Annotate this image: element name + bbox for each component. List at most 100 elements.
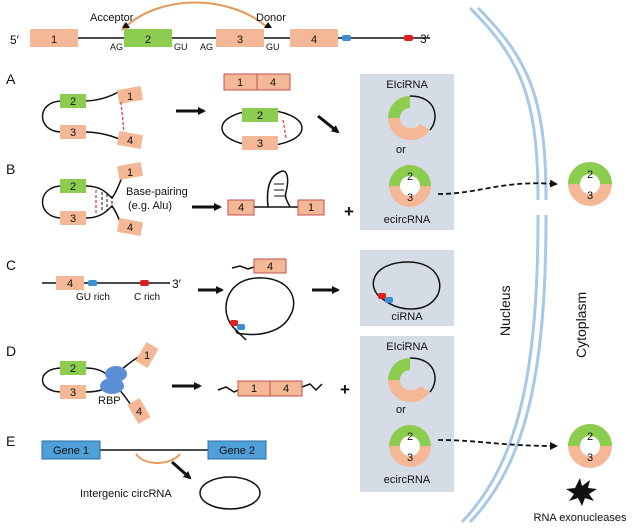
- bottom-ecircrna-label-2: 2: [407, 431, 413, 443]
- panel-a-exon-2: [60, 94, 86, 108]
- envelope-outer-2: [468, 214, 548, 524]
- panel-c-three-prime: 3′: [172, 277, 182, 291]
- panel-b-hairpin: [266, 170, 291, 208]
- cirna-gu-marker: [385, 297, 393, 303]
- panel-d: D 2 1 3 4 RBP 1 4 +: [6, 341, 350, 425]
- top-ecircrna-label: ecircRNA: [384, 214, 431, 226]
- panel-e-letter: E: [6, 433, 15, 449]
- panel-c-exon-label: 4: [67, 278, 73, 290]
- cirna-loop: [372, 261, 441, 310]
- top-ecircrna-label-2: 2: [407, 171, 413, 183]
- rbp-label: RBP: [98, 395, 121, 407]
- top-eicirna-intron: [409, 95, 436, 131]
- panel-b-product-exon-1: [297, 199, 325, 216]
- panel-c-product-tail: [231, 265, 255, 270]
- intergenic-circrna: [199, 476, 261, 510]
- panel-c-lariat-c-marker: [230, 320, 238, 326]
- panel-a-circ-exon-3-label: 3: [257, 138, 263, 150]
- exon-1: [30, 29, 78, 47]
- bottom-ecircrna-label-3: 3: [407, 452, 413, 464]
- panel-a-exon-1-label: 1: [127, 91, 133, 103]
- panel-b-exon-4: [116, 218, 144, 236]
- exon-3-label: 3: [237, 34, 243, 46]
- exon-3: [216, 29, 264, 47]
- panel-c-lariat: [225, 277, 295, 336]
- exon-4-label: 4: [311, 34, 317, 46]
- exon-2: [124, 29, 172, 47]
- exonuclease-burst-icon: [566, 478, 597, 506]
- product-box-bottom: EIciRNA or 2 3 ecircRNA: [360, 336, 454, 492]
- panel-a-exon-4-label: 4: [127, 135, 133, 147]
- top-ecircrna-label-3: 3: [407, 192, 413, 204]
- panel-c-c-rich: C rich: [134, 292, 160, 303]
- cyto-ring-bottom-hole: [580, 436, 600, 456]
- export-arrow-bottom: [437, 439, 558, 450]
- panel-e-splice-arc: [135, 453, 181, 464]
- bottom-eicirna-intron: [409, 357, 436, 393]
- panel-b-plus: +: [344, 202, 354, 221]
- panel-e-arrow: [171, 460, 192, 480]
- panel-d-exon-3: [60, 385, 86, 399]
- panel-b-note-line1: Base-pairing: [126, 186, 188, 198]
- panel-e: E Gene 1 Gene 2 Intergenic circRNA: [6, 433, 267, 510]
- exon-2-label: 2: [145, 34, 151, 46]
- panel-a-splice-line: [120, 101, 125, 133]
- acceptor-label: Acceptor: [90, 12, 134, 24]
- panel-b-exon-1: [116, 162, 144, 180]
- panel-b-exon-3-label: 3: [70, 213, 76, 225]
- panel-d-product-exon-4: 4: [283, 383, 289, 395]
- panel-c-letter: C: [6, 257, 16, 273]
- bottom-ecircrna-top-half: [389, 425, 431, 446]
- gene-2-label: Gene 2: [219, 445, 255, 457]
- panel-d-exon-4-label: 4: [136, 406, 142, 418]
- panel-a-circ-exon-2-label: 2: [257, 110, 263, 122]
- panel-d-product-exon-1: 1: [251, 383, 257, 395]
- product-box-mid: ciRNA: [360, 250, 454, 326]
- intergenic-label: Intergenic circRNA: [80, 488, 172, 500]
- panel-a-intron-lower: [83, 131, 123, 141]
- bottom-or-label: or: [396, 404, 406, 416]
- gene-1-box: [41, 440, 101, 460]
- panel-a: A 2 1 3 4 1 4 2 3: [6, 71, 340, 150]
- gu-label-1: GU: [174, 42, 188, 52]
- exon-1-label: 1: [51, 34, 57, 46]
- top-eicirna-label: EIciRNA: [386, 79, 428, 91]
- cyto-ring-bottom-label-3: 3: [587, 452, 593, 464]
- donor-pointer: [264, 22, 272, 28]
- cyto-ring-bottom-green: [568, 424, 612, 446]
- cyto-ring-top-label-3: 3: [587, 190, 593, 202]
- panel-b-product-exon-4-label: 4: [238, 202, 244, 214]
- bottom-eicirna-green-arc: [388, 358, 410, 380]
- panel-b-exon-4-label: 4: [127, 222, 133, 234]
- panel-a-exon-2-label: 2: [70, 96, 76, 108]
- panel-a-exon-1: [116, 86, 144, 104]
- pre-mrna: 5′ 3′ 1 2 3 4 AG GU AG GU Acceptor Donor: [10, 1, 430, 52]
- back-splice-arc: [121, 1, 269, 31]
- panel-b: B 2 1 3 4 Base-pairing (e.g. Alu) 4 1 +: [6, 161, 354, 236]
- panel-b-exon-2-label: 2: [70, 181, 76, 193]
- cirna-label: ciRNA: [391, 311, 423, 323]
- panel-d-exon-2-label: 2: [70, 363, 76, 375]
- cytoplasm-ring-top: 2 3: [568, 162, 612, 206]
- panel-d-plus: +: [340, 380, 350, 399]
- panel-a-circ-pair-line: [282, 119, 287, 139]
- exonucleases-label: RNA exonucleases: [534, 512, 627, 524]
- envelope-outer-1: [476, 6, 548, 201]
- panel-a-intron-loop: [41, 100, 63, 133]
- panel-a-intron-upper: [83, 89, 123, 102]
- panel-b-product-exon-1-label: 1: [308, 202, 314, 214]
- panel-c-c-marker: [140, 280, 149, 286]
- panel-d-product-tail-right: [301, 383, 323, 392]
- panel-a-exon-3-label: 3: [70, 127, 76, 139]
- exon-4: [290, 29, 338, 47]
- panel-a-circ-exon-2: [242, 108, 278, 122]
- panel-d-letter: D: [6, 343, 16, 359]
- panel-c-product-exon-label: 4: [267, 261, 273, 273]
- panel-b-note-line2: (e.g. Alu): [128, 200, 172, 212]
- panel-c-lariat-gu-marker: [237, 324, 245, 330]
- panel-b-exon-1-label: 1: [127, 167, 133, 179]
- nucleus-label: Nucleus: [497, 285, 513, 336]
- panel-d-product-tail-left: [217, 386, 239, 393]
- panel-b-intron-upper: [85, 173, 125, 200]
